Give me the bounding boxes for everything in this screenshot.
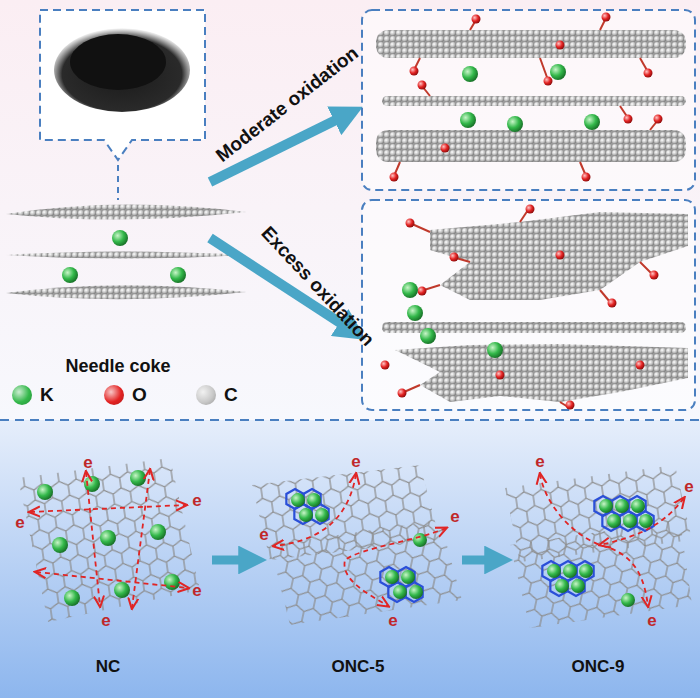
legend-text: O	[132, 384, 147, 406]
electron-label: e	[684, 478, 693, 495]
legend-swatch	[12, 385, 32, 405]
sample-name: ONC-9	[572, 658, 625, 675]
material-name: Needle coke	[65, 357, 170, 375]
legend-item: K	[12, 384, 54, 406]
legend-item: O	[104, 384, 147, 406]
legend-text: C	[224, 384, 238, 406]
electron-label: e	[83, 454, 92, 471]
legend-swatch	[196, 385, 216, 405]
sample-name: ONC-5	[332, 658, 385, 675]
electron-label: e	[647, 612, 656, 629]
electron-label: e	[15, 514, 24, 531]
legend-text: K	[40, 384, 54, 406]
electron-label: e	[450, 508, 459, 525]
electron-label: e	[535, 453, 544, 470]
electron-label: e	[388, 612, 397, 629]
legend-swatch	[104, 385, 124, 405]
electron-label: e	[259, 526, 268, 543]
electron-label: e	[101, 612, 110, 629]
electron-label: e	[192, 492, 201, 509]
sample-name: NC	[96, 658, 121, 675]
electron-label: e	[351, 453, 360, 470]
electron-label: e	[192, 582, 201, 599]
legend-item: C	[196, 384, 238, 406]
